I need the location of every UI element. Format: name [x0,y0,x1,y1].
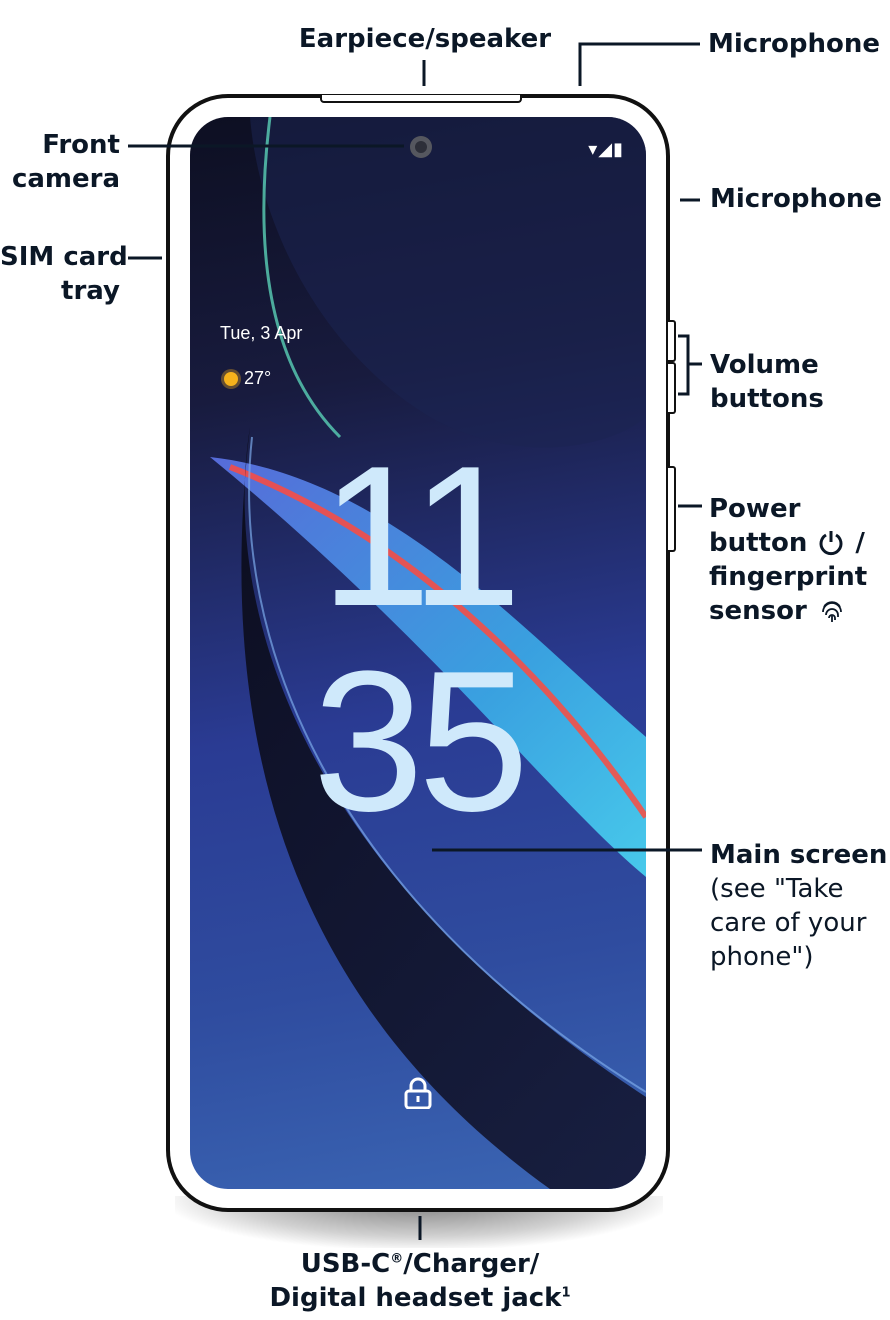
label-earpiece: Earpiece/speaker [298,24,552,54]
volume-down-button [668,362,676,414]
power-icon [819,531,843,556]
front-camera [410,136,432,158]
power-button [668,466,676,552]
fingerprint-icon [821,601,842,622]
lockscreen-date: Tue, 3 Apr [220,323,303,343]
label-microphone-top: Microphone [708,29,881,59]
label-microphone-side: Microphone [710,184,883,214]
label-front-camera: Front camera [11,130,120,194]
label-sim-tray: SIM card tray [0,242,128,306]
signal-icon: ◢ [598,139,614,160]
battery-icon: ▮ [613,139,624,160]
sun-icon [224,371,238,386]
clock-minutes: 35 [312,630,529,853]
label-main-screen: Main screen (see "Take care of your phon… [710,840,888,972]
clock-hours: 11 [320,425,522,648]
status-bar: ▾◢▮ [588,139,624,160]
temperature: 27° [244,368,272,388]
wallpaper-art [210,117,646,1189]
label-volume-buttons: Volume buttons [710,350,824,414]
main-screen: ▾◢▮ Tue, 3 Apr 27° 11 35 [190,117,646,1189]
label-power-button: Power button / fingerprint sensor [709,494,868,626]
lock-icon[interactable] [404,1077,432,1109]
label-usb-c: USB-C®/Charger/ Digital headset jack1 [269,1249,571,1313]
wifi-icon: ▾ [588,139,599,160]
earpiece-slot [320,95,522,103]
volume-up-button [668,320,676,362]
lockscreen-weather: 27° [224,368,271,389]
